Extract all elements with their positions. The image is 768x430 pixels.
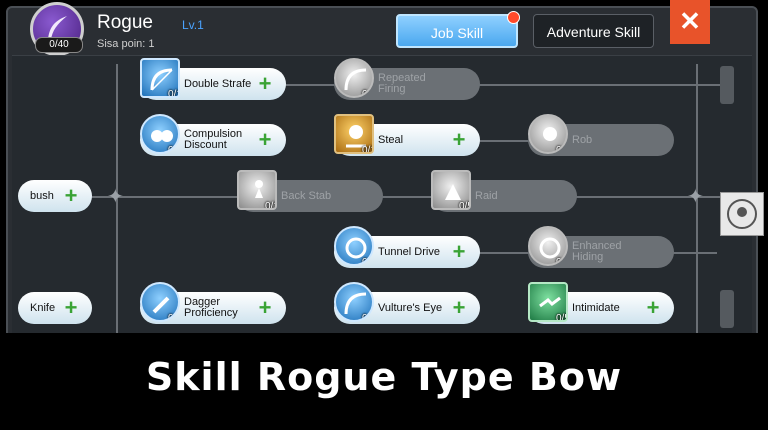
steal-icon: 0/10 [528,114,568,154]
dagger-icon: 0/10 [140,282,180,322]
class-name: Rogue [97,12,153,33]
skill-repeated-firing[interactable]: 0/3 Repeated Firing [334,58,480,100]
caption-banner: Skill Rogue Type Bow [0,333,768,421]
steal-icon: 0/10 [334,114,374,154]
skill-raid[interactable]: 0/5 Raid [431,170,577,212]
skill-dagger-proficiency[interactable]: 0/10 Dagger Proficiency + [140,282,286,324]
class-level: Lv.1 [182,18,204,32]
coins-icon: 0/5 [140,114,180,154]
channel-watermark [720,192,764,236]
offscreen-skill[interactable] [720,66,734,104]
skill-level: 0/5 [459,201,469,210]
skill-steal[interactable]: 0/10 Steal + [334,114,480,156]
offscreen-skill[interactable] [720,290,734,328]
add-point-button[interactable]: + [258,127,272,152]
skill-ambush[interactable]: bush + [18,180,92,212]
handshake-icon: 0/5 [528,282,568,322]
add-point-button[interactable]: + [452,295,466,320]
skill-compulsion-discount[interactable]: 0/5 Compulsion Discount + [140,114,286,156]
bow-icon: 0/3 [334,58,374,98]
add-point-button[interactable]: + [258,71,272,96]
tab-job-skill[interactable]: Job Skill [396,14,518,48]
skill-label: Compulsion Discount [184,128,243,151]
skill-level: 0/3 [362,89,372,98]
notification-dot [507,11,520,24]
skill-label: Tunnel Drive [378,245,440,258]
skill-label: Dagger Proficiency [184,296,238,319]
skill-label: Enhanced Hiding [572,240,622,263]
skill-double-strafe[interactable]: 0/10 Double Strafe + [140,58,286,100]
skill-level: 0/10 [265,201,275,210]
skill-header: 0/40 Rogue Lv.1 Sisa poin: 1 Job Skill A… [0,0,768,56]
skill-enhanced-hiding[interactable]: 0/5 Enhanced Hiding [528,226,674,268]
connector-line [477,140,537,142]
connector-line [282,84,722,86]
skill-tunnel-drive[interactable]: 0/5 Tunnel Drive + [334,226,480,268]
skill-intimidate[interactable]: 0/5 Intimidate + [528,282,674,324]
tunnel-icon: 0/5 [528,226,568,266]
tree-divider-right [696,64,698,334]
skill-label: Vulture's Eye [378,301,443,314]
skill-level: 0/5 [556,257,566,266]
tunnel-icon: 0/5 [334,226,374,266]
caption-text: Skill Rogue Type Bow [145,355,623,399]
skill-rob[interactable]: 0/10 Rob [528,114,674,156]
dagger-icon: 0/10 [237,170,277,210]
tree-divider-left [116,64,118,334]
skill-level: 0/10 [362,313,372,322]
skill-label: Double Strafe [184,77,252,90]
ornament-icon: ✦ [107,186,124,208]
skill-label: Rob [572,133,593,146]
add-point-button[interactable]: + [452,239,466,264]
skill-level: 0/5 [362,257,372,266]
bow-icon: 0/10 [334,282,374,322]
add-point-button[interactable]: + [64,183,78,208]
add-point-button[interactable]: + [452,127,466,152]
skill-label: Repeated Firing [378,72,426,95]
add-point-button[interactable]: + [64,295,78,320]
add-point-button[interactable]: + [646,295,660,320]
remaining-points-label: Sisa poin: 1 [97,38,155,50]
raid-icon: 0/5 [431,170,471,210]
skill-point-count: 0/40 [35,37,83,53]
skill-level: 0/5 [556,313,566,322]
skill-level: 0/10 [362,145,372,154]
skill-label: Back Stab [281,189,332,202]
skill-vultures-eye[interactable]: 0/10 Vulture's Eye + [334,282,480,324]
add-point-button[interactable]: + [258,295,272,320]
skill-level: 0/10 [556,145,566,154]
skill-label: Steal [378,133,404,146]
ornament-icon: ✦ [687,186,704,208]
skill-level: 0/10 [168,89,178,98]
bow-icon: 0/10 [140,58,180,98]
skill-label: Raid [475,189,498,202]
tab-adventure-skill[interactable]: Adventure Skill [533,14,654,48]
skill-label: bush [30,189,54,202]
skill-level: 0/10 [168,313,178,322]
close-button[interactable]: ✕ [670,0,710,44]
skill-back-stab[interactable]: 0/10 Back Stab [237,170,383,212]
skill-knife[interactable]: Knife + [18,292,92,324]
connector-line [72,196,752,198]
skill-label: Intimidate [572,301,620,314]
skill-level: 0/5 [168,145,178,154]
skill-label: Knife [30,301,56,314]
